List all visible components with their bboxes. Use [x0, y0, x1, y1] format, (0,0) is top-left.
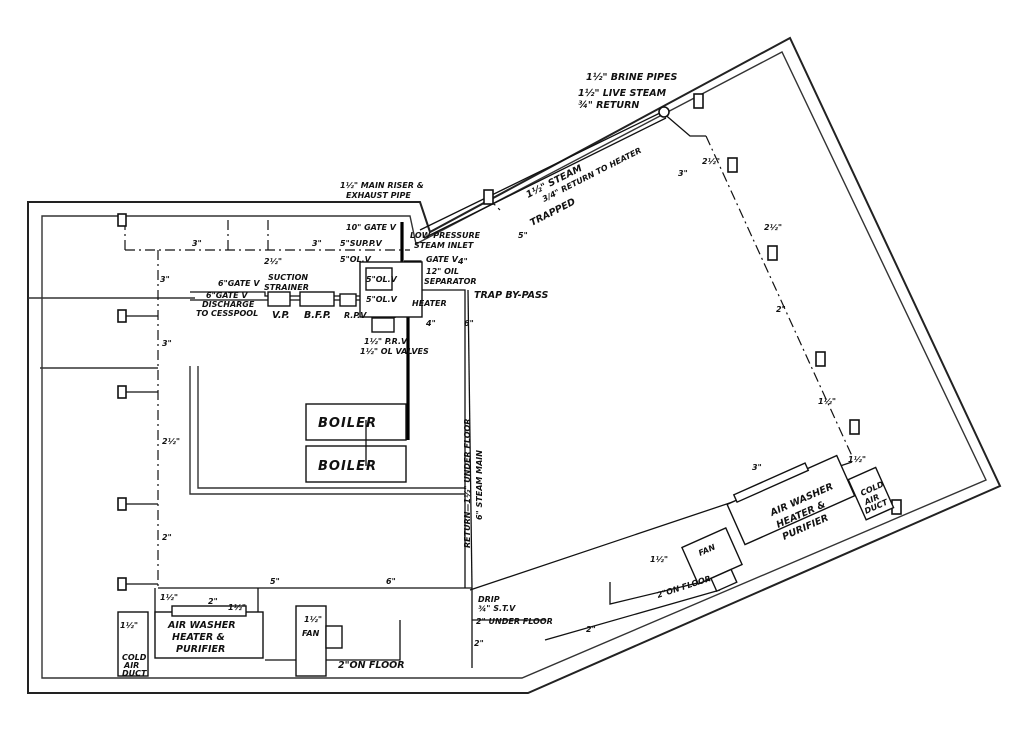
label-sup-pr-v: 5"SUP.P.V [340, 239, 383, 248]
radiator [117, 385, 127, 399]
label-prv: 1½" P.R.V [364, 337, 408, 346]
air-washer-left [154, 611, 264, 659]
dim-label: 3" [160, 275, 170, 284]
label-steam-main: 6" STEAM MAIN [475, 450, 484, 520]
dim-label: 1½" [160, 593, 178, 602]
radiator [815, 351, 826, 367]
dim-label: 1½" [818, 397, 836, 406]
label-low-pressure: LOW PRESSURE [410, 231, 481, 240]
boiler-feed-pump [299, 291, 335, 307]
radiator [117, 309, 127, 323]
label-heater: HEATER [412, 299, 447, 308]
radiator [849, 419, 860, 435]
label-drip-1: DRIP [478, 595, 500, 604]
label-gate-v-6: 6"GATE V [218, 279, 260, 288]
label-ol-v-5a: 5"OL.V [340, 255, 372, 264]
cold-air-duct-right [847, 466, 895, 521]
label-return-vertical: RETURN—1½" UNDER FLOOR [463, 418, 472, 548]
label-rpv: R.P.V [344, 311, 367, 320]
label-steam-inlet: STEAM INLET [414, 241, 474, 250]
dim-label: 1½" [304, 615, 322, 624]
dim-label: 2½" [764, 223, 782, 232]
label-ol-valves: 1½" OL VALVES [360, 347, 429, 356]
label-cold-air-left-3: DUCT [122, 669, 147, 678]
label-oil-separator-2: SEPARATOR [424, 277, 477, 286]
radiator [483, 189, 494, 205]
dim-label: 4" [457, 257, 468, 266]
dim-label: 1½" [848, 455, 866, 464]
left-distribution [117, 213, 545, 677]
label-fan-left: FAN [302, 629, 320, 638]
label-on-floor-left: 2"ON FLOOR [338, 660, 405, 671]
label-drip-2: ¾" S.T.V [478, 604, 516, 613]
dim-label: 1½" [650, 555, 668, 564]
label-boiler-lower: BOILER [318, 459, 377, 474]
label-under-floor: 2" UNDER FLOOR [476, 617, 553, 626]
radiator [117, 497, 127, 511]
labels: 1½" BRINE PIPES 1½" LIVE STEAM ¾" RETURN… [120, 72, 890, 678]
dim-label: 2" [162, 533, 172, 542]
radiator [727, 157, 738, 173]
label-boiler-upper: BOILER [318, 416, 377, 431]
label-oil-separator-1: 12" OIL [426, 267, 459, 276]
label-ol-v-small: 5"OL.V [366, 295, 398, 304]
dim-label: 5" [270, 577, 280, 586]
radiator [117, 213, 127, 227]
label-ol-v-5b: 5"OL.V [366, 275, 398, 284]
label-aw-left-2: HEATER & [172, 632, 225, 643]
label-aw-left-3: PURIFIER [176, 644, 225, 655]
dim-label: 3" [162, 339, 172, 348]
vacuum-pump [267, 291, 291, 307]
dim-label: 6" [386, 577, 396, 586]
label-suction-2: STRAINER [264, 283, 309, 292]
label-discharge-3: TO CESSPOOL [196, 309, 258, 318]
radiator [767, 245, 778, 261]
label-discharge-1: 6"GATE V [206, 291, 248, 300]
dim-label: 2½" [162, 437, 180, 446]
label-brine-pipes: 1½" BRINE PIPES [586, 72, 677, 83]
label-exhaust-pipe: EXHAUST PIPE [346, 191, 411, 200]
label-trapped: TRAPPED [528, 196, 577, 228]
label-vp: V.P. [272, 310, 290, 321]
dim-label: 3" [678, 169, 688, 178]
dim-label: 2" [586, 625, 596, 634]
dim-label: 2" [208, 597, 218, 606]
label-suction-1: SUCTION [268, 273, 308, 282]
label-bfp: B.F.P. [304, 310, 331, 321]
label-cold-air-left-2: AIR [123, 661, 139, 670]
dim-label: 2" [776, 305, 786, 314]
dim-label: 3" [752, 463, 762, 472]
label-trap-by-pass: TRAP BY-PASS [474, 290, 549, 301]
boiler-lower [305, 445, 407, 483]
label-aw-left-1: AIR WASHER [167, 620, 236, 631]
dim-label: 1½" [228, 603, 246, 612]
dim-label: 3" [192, 239, 202, 248]
dim-label: 5" [518, 231, 528, 240]
dim-label: 1½" [120, 621, 138, 630]
cold-air-duct-left [117, 611, 149, 677]
label-return-top: ¾" RETURN [578, 100, 639, 111]
boiler-upper [305, 403, 407, 441]
right-wing-piping [419, 93, 902, 641]
fan-left [295, 605, 327, 677]
building-walls [27, 36, 1002, 694]
label-gate-v-10: 10" GATE V [346, 223, 397, 232]
dim-label: 2½" [264, 257, 282, 266]
radiator [117, 577, 127, 591]
dim-label: 4" [425, 319, 436, 328]
label-main-riser: 1½" MAIN RISER & [340, 181, 424, 190]
label-on-floor-right: 2"ON FLOOR [656, 574, 712, 600]
radiator [693, 93, 704, 109]
label-gate-v: GATE V [426, 255, 459, 264]
dim-label: 6" [464, 319, 474, 328]
label-live-steam: 1½" LIVE STEAM [578, 88, 667, 99]
label-discharge-2: DISCHARGE [202, 300, 255, 309]
dim-label: 2" [474, 639, 484, 648]
label-cold-air-left-1: COLD [122, 653, 147, 662]
dim-label: 2½" [702, 157, 720, 166]
boiler-room-piping [190, 222, 473, 589]
dim-label: 3" [312, 239, 322, 248]
